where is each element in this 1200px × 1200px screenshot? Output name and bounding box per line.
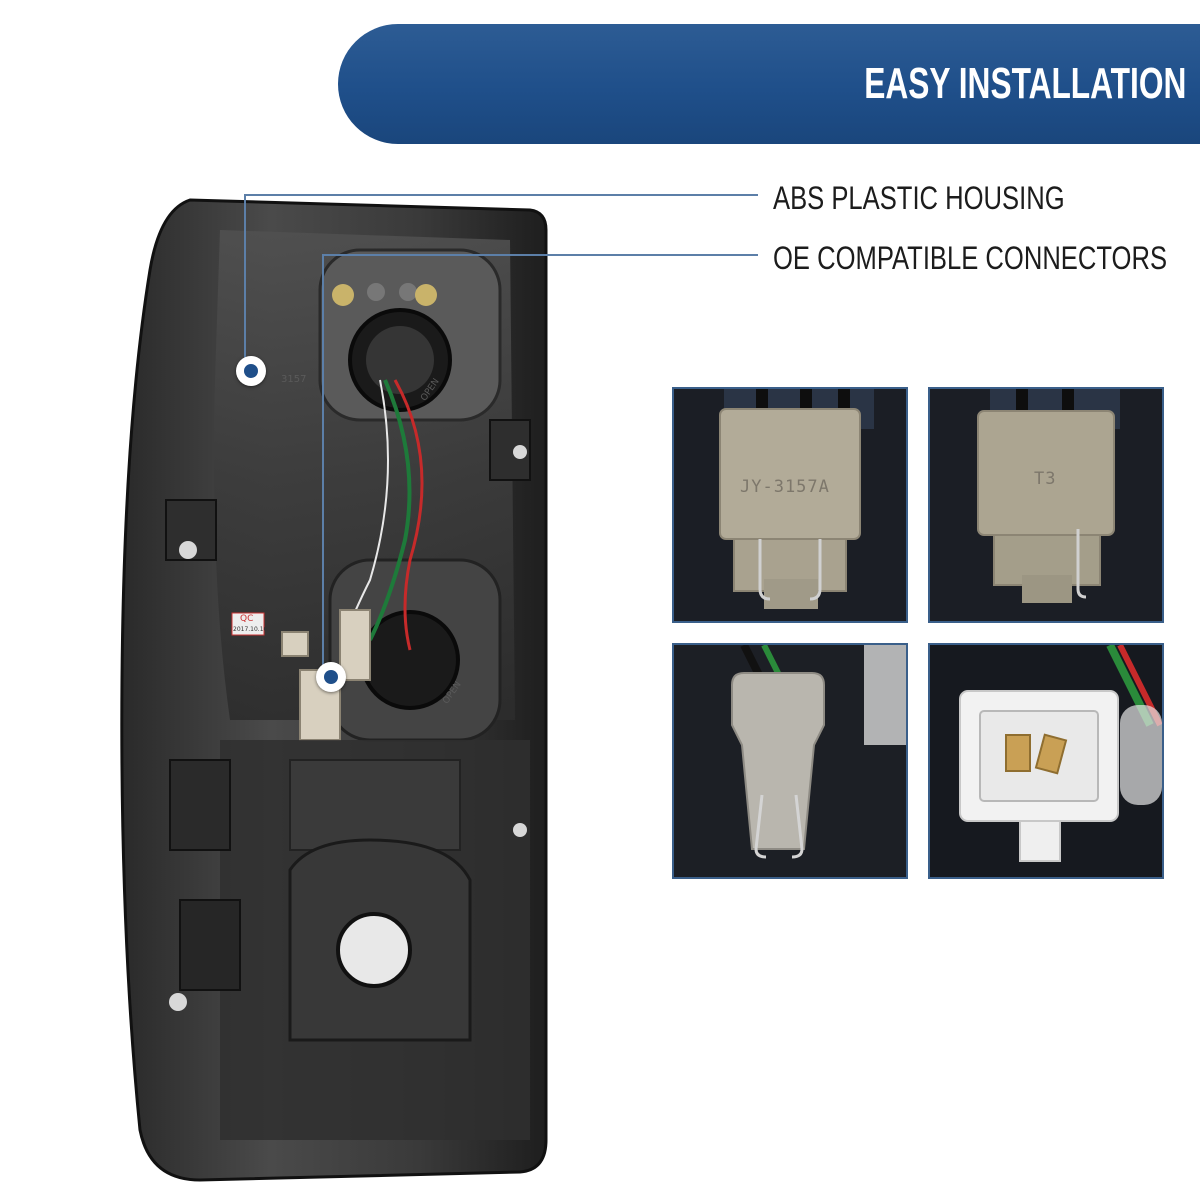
connector-tile-t3: T3 — [928, 387, 1164, 623]
callout-oe-compatible-connectors: OE COMPATIBLE CONNECTORS — [773, 240, 1168, 276]
header-banner: EASY INSTALLATION — [338, 24, 1200, 144]
3157-socket-icon — [674, 389, 906, 621]
2-pin-connector-icon — [930, 645, 1162, 877]
oe-connector-marker — [316, 662, 346, 692]
banner-title: EASY INSTALLATION — [863, 59, 1186, 108]
tail-lamp-housing — [120, 198, 548, 1182]
t10-wedge-bulb-icon — [674, 645, 906, 877]
connector-tile-3157a: JY-3157A — [672, 387, 908, 623]
connector-label-t3: T3 — [1034, 469, 1057, 489]
connector-label-jy-3157a: JY-3157A — [740, 477, 830, 497]
callout-line-oe-vertical — [322, 254, 324, 674]
connector-tile-t10-wedge — [672, 643, 908, 879]
callout-line-abs-horizontal — [245, 194, 758, 196]
3157-socket-icon — [930, 389, 1162, 621]
abs-housing-marker — [236, 356, 266, 386]
callout-abs-plastic-housing: ABS PLASTIC HOUSING — [773, 180, 1065, 216]
callout-line-oe-horizontal — [323, 254, 758, 256]
bulb-code-marking: 3157 — [281, 374, 307, 385]
callout-line-abs-vertical — [244, 194, 246, 364]
connector-tile-2-pin — [928, 643, 1164, 879]
qc-sticker-label: QC — [240, 614, 254, 624]
qc-sticker-date: 2017.10.10 — [233, 626, 268, 633]
